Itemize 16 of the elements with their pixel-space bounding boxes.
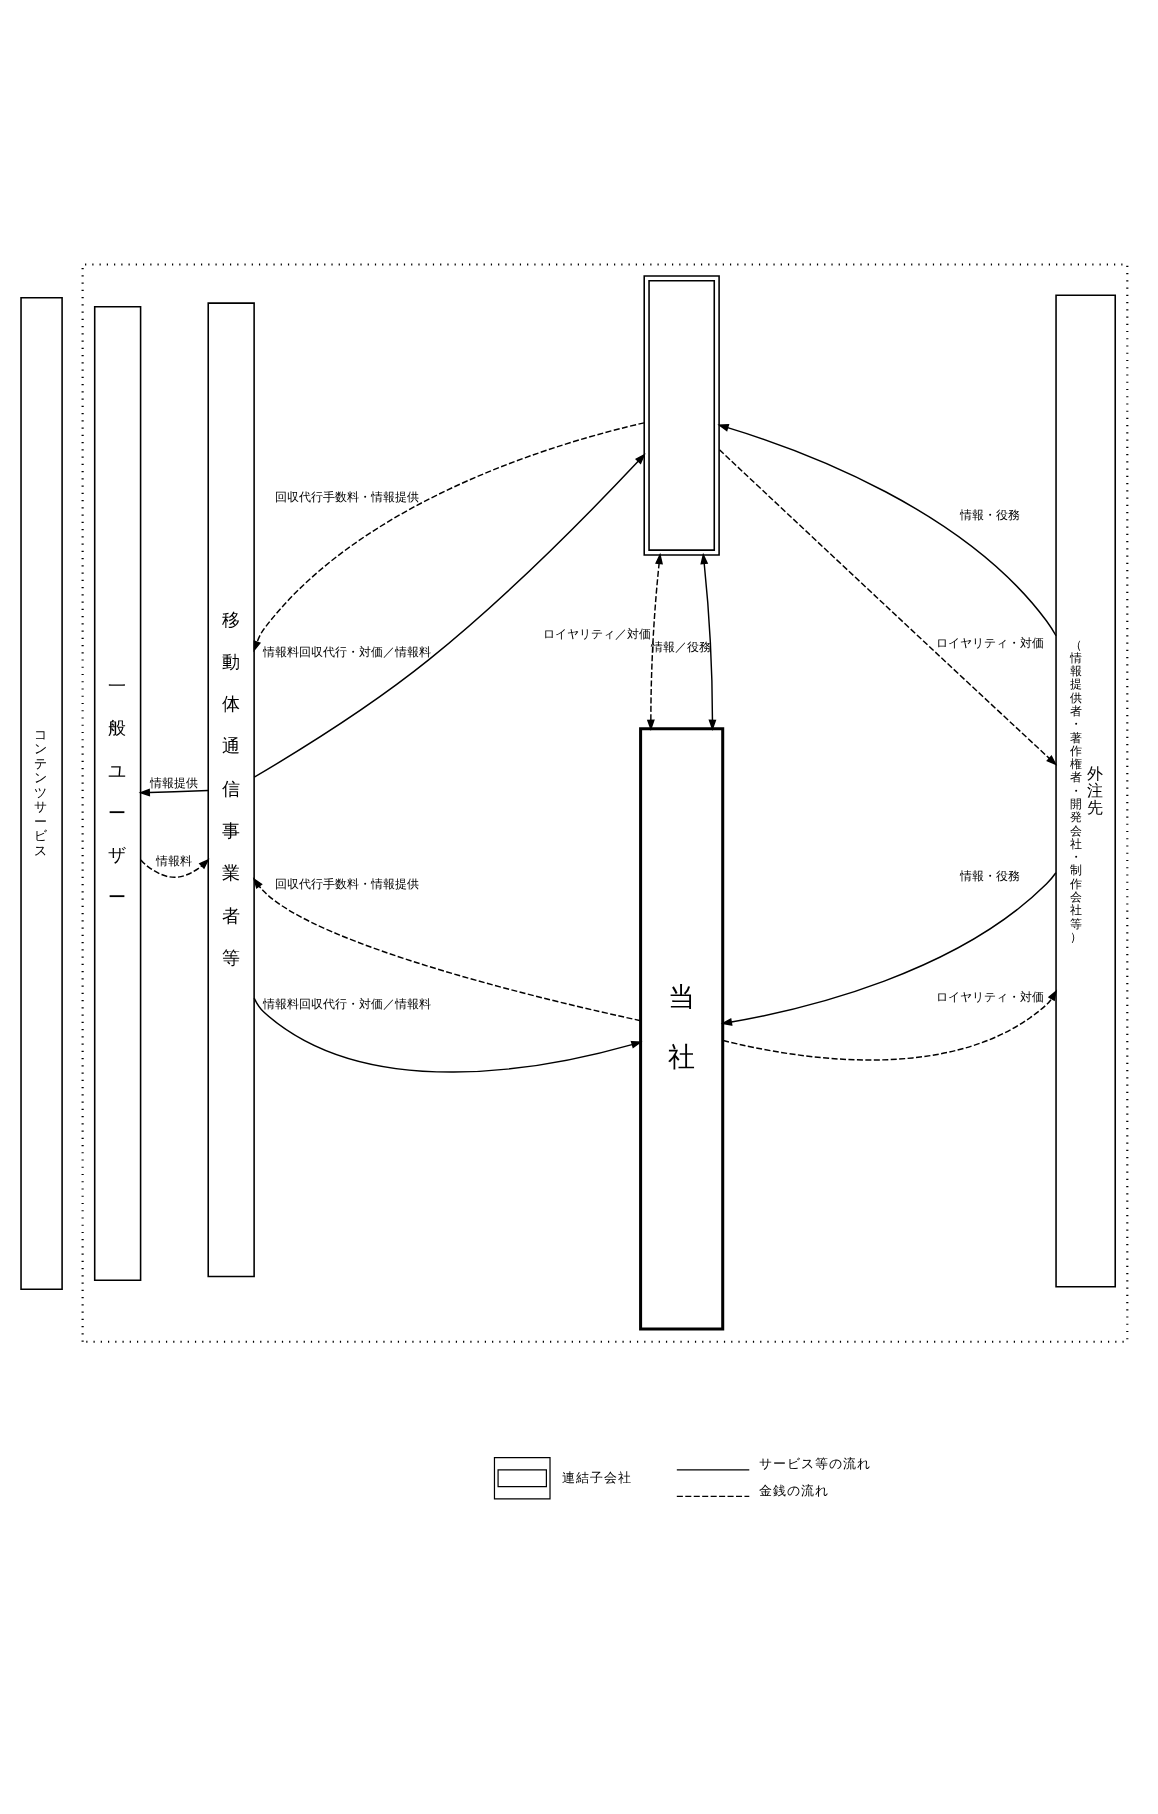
- node-box: 一般ユーザー: [93, 305, 142, 1281]
- arrow: [138, 788, 209, 797]
- arrow: [253, 422, 645, 653]
- arrow: [646, 552, 663, 731]
- cluster: [81, 263, 1129, 1343]
- node-box: 当社: [639, 727, 725, 1331]
- arrow: [253, 997, 643, 1073]
- arrow: [140, 858, 210, 879]
- arrow: [720, 872, 1057, 1026]
- arrow: [253, 453, 646, 778]
- arrow: [700, 552, 717, 731]
- arrow: [722, 989, 1058, 1061]
- arrow: [718, 449, 1058, 766]
- node-box: 移動体通信事業者等: [207, 302, 255, 1278]
- arrow: [252, 877, 642, 1022]
- arrow: [717, 424, 1057, 637]
